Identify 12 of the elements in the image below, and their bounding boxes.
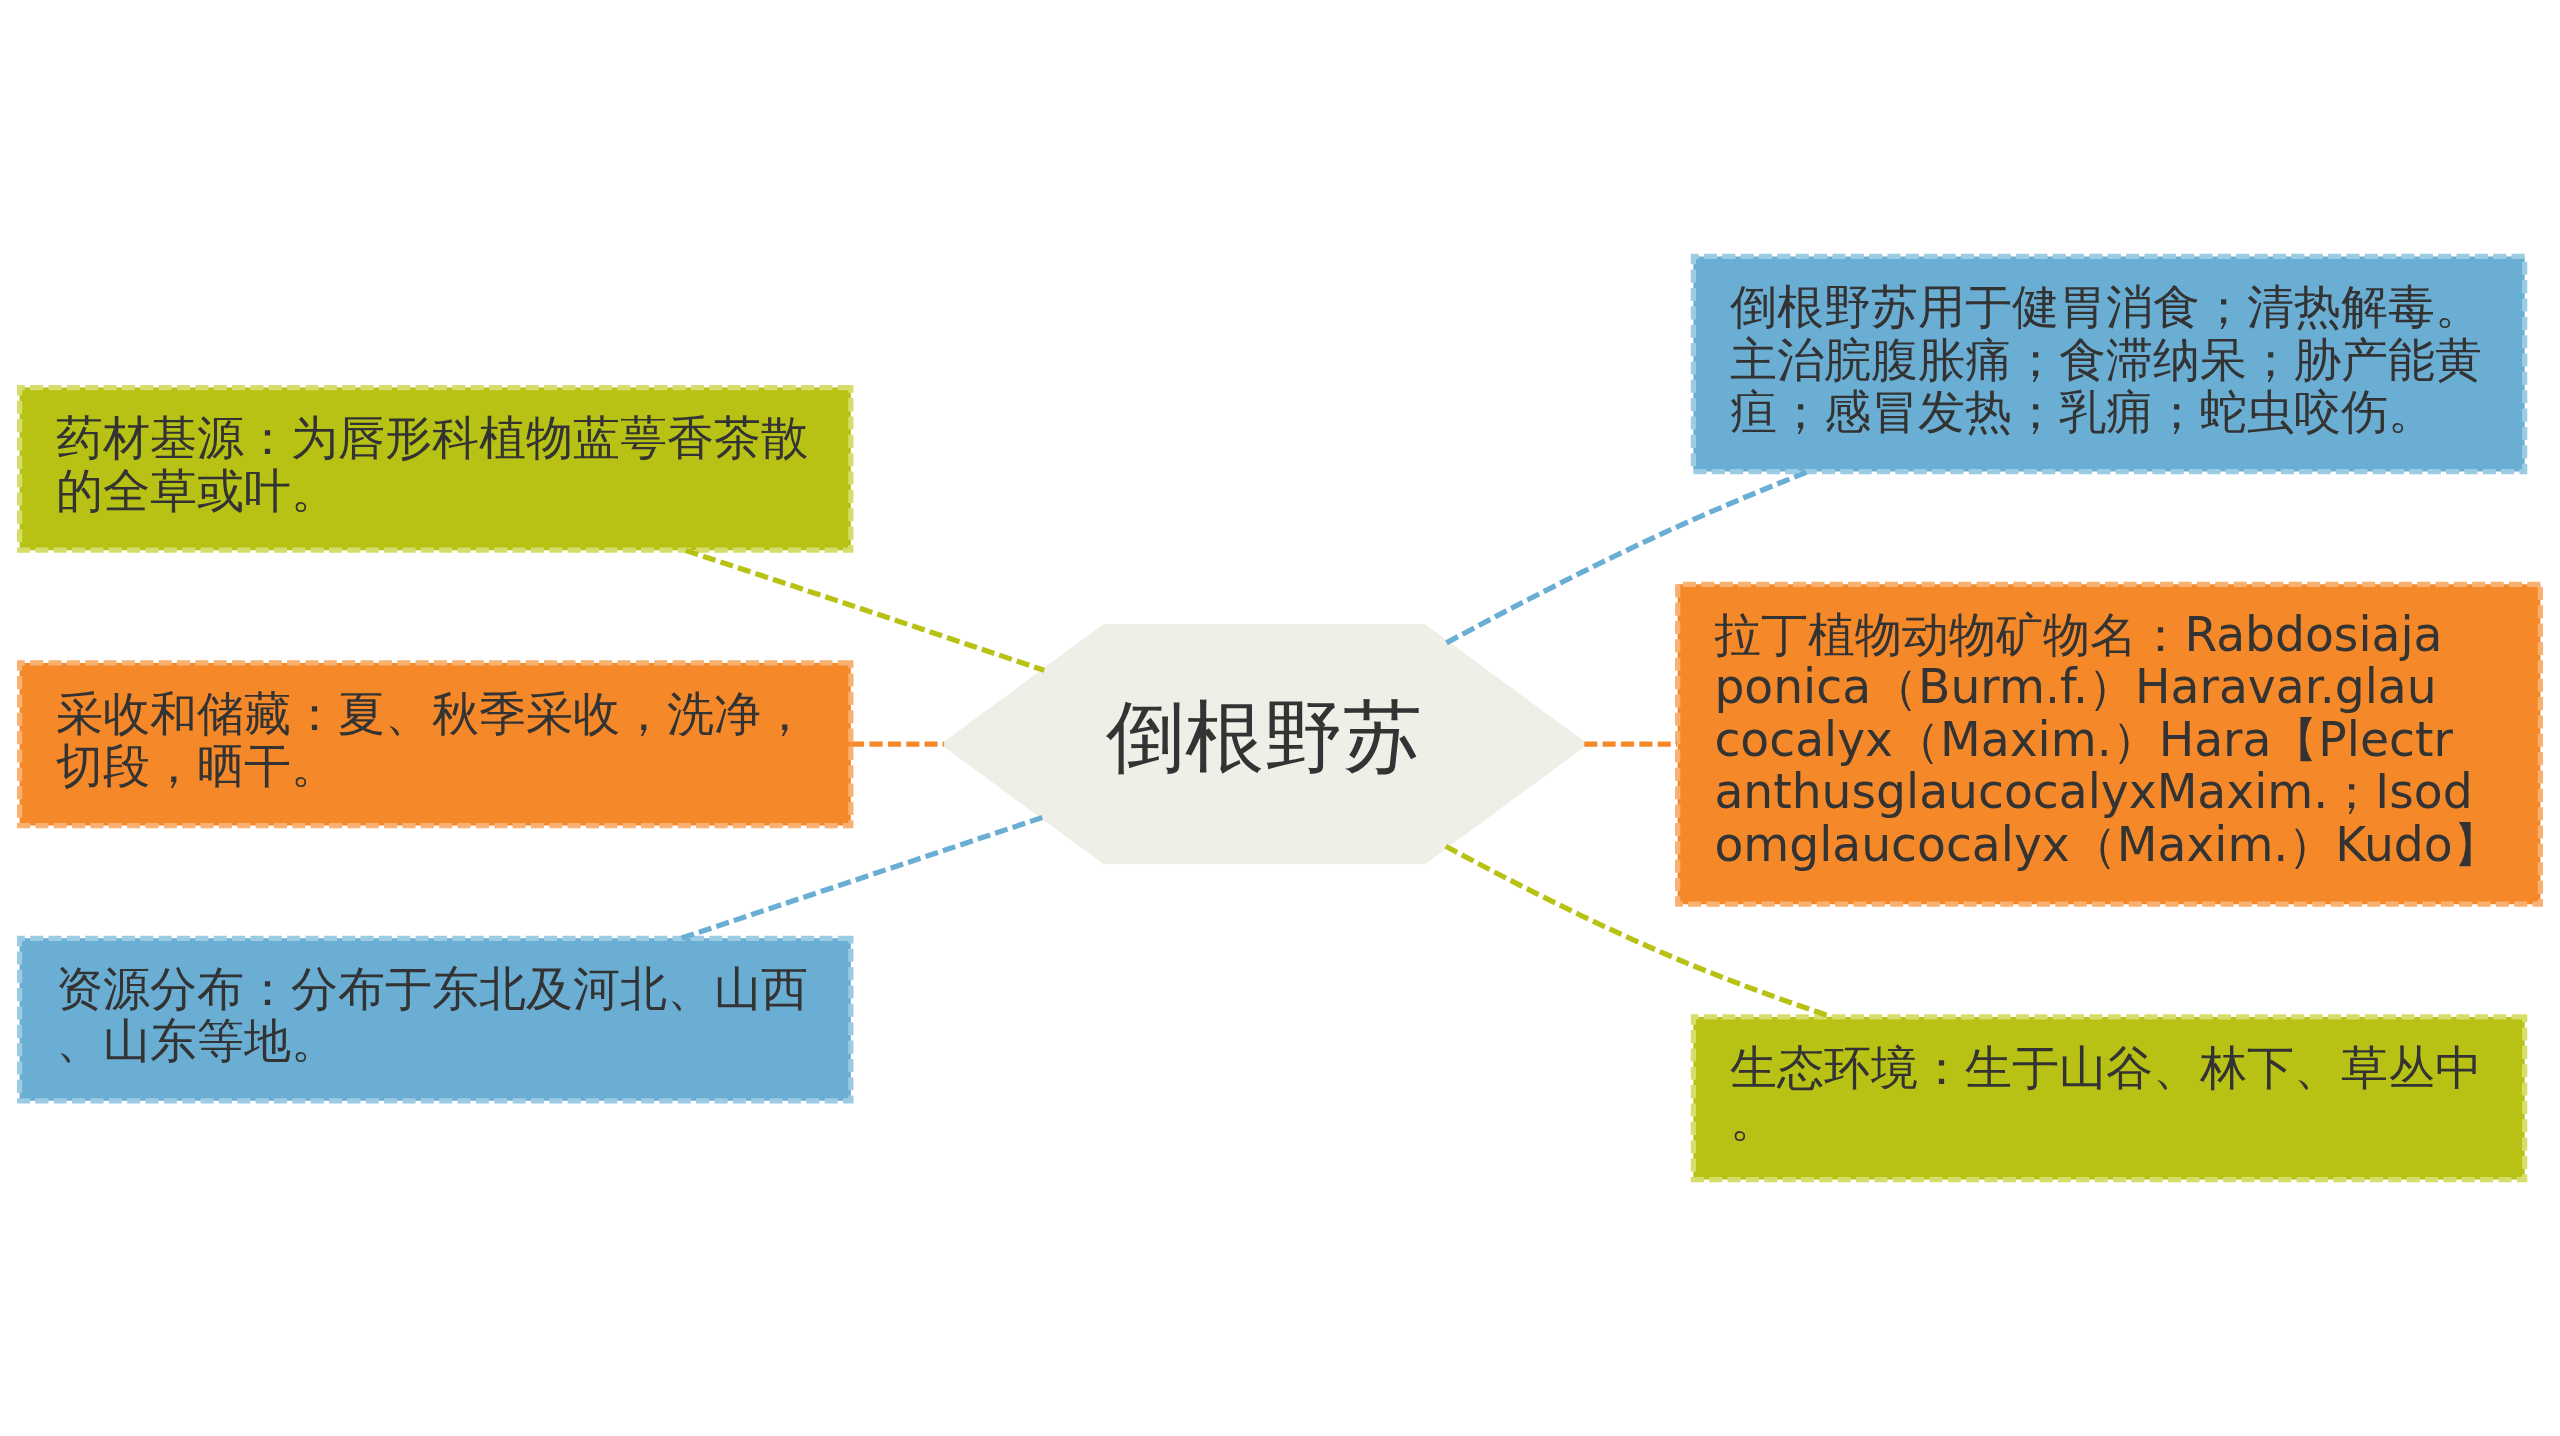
connector xyxy=(1584,741,1678,747)
connector xyxy=(1445,469,1810,646)
connector xyxy=(850,741,945,747)
node-box: 药材基源：为唇形科植物蓝萼香茶散的全草或叶。 xyxy=(17,385,854,553)
connector xyxy=(685,547,1046,673)
connector xyxy=(1444,843,1833,1020)
connector xyxy=(680,814,1045,941)
node-box: 拉丁植物动物矿物名：Rabdosiajaponica（Burm.f.）Haravar.glaucocalyx（Maxim.）Hara【PlectranthusglaucocalyxMaxim.；Isodomglaucocalyx（Maxim.）Kudo】 xyxy=(1675,581,2543,907)
node-box: 采收和储藏：夏、秋季采收，洗净，切段，晒干。 xyxy=(17,660,854,829)
node-box: 倒根野苏用于健胃消食；清热解毒。主治脘腹胀痛；食滞纳呆；胁产能黄疸；感冒发热；乳痈；蛇虫咬伤。 xyxy=(1690,253,2528,475)
node-box: 生态环境：生于山谷、林下、草丛中。 xyxy=(1690,1014,2528,1183)
node-box: 资源分布：分布于东北及河北、山西、山东等地。 xyxy=(17,935,854,1104)
